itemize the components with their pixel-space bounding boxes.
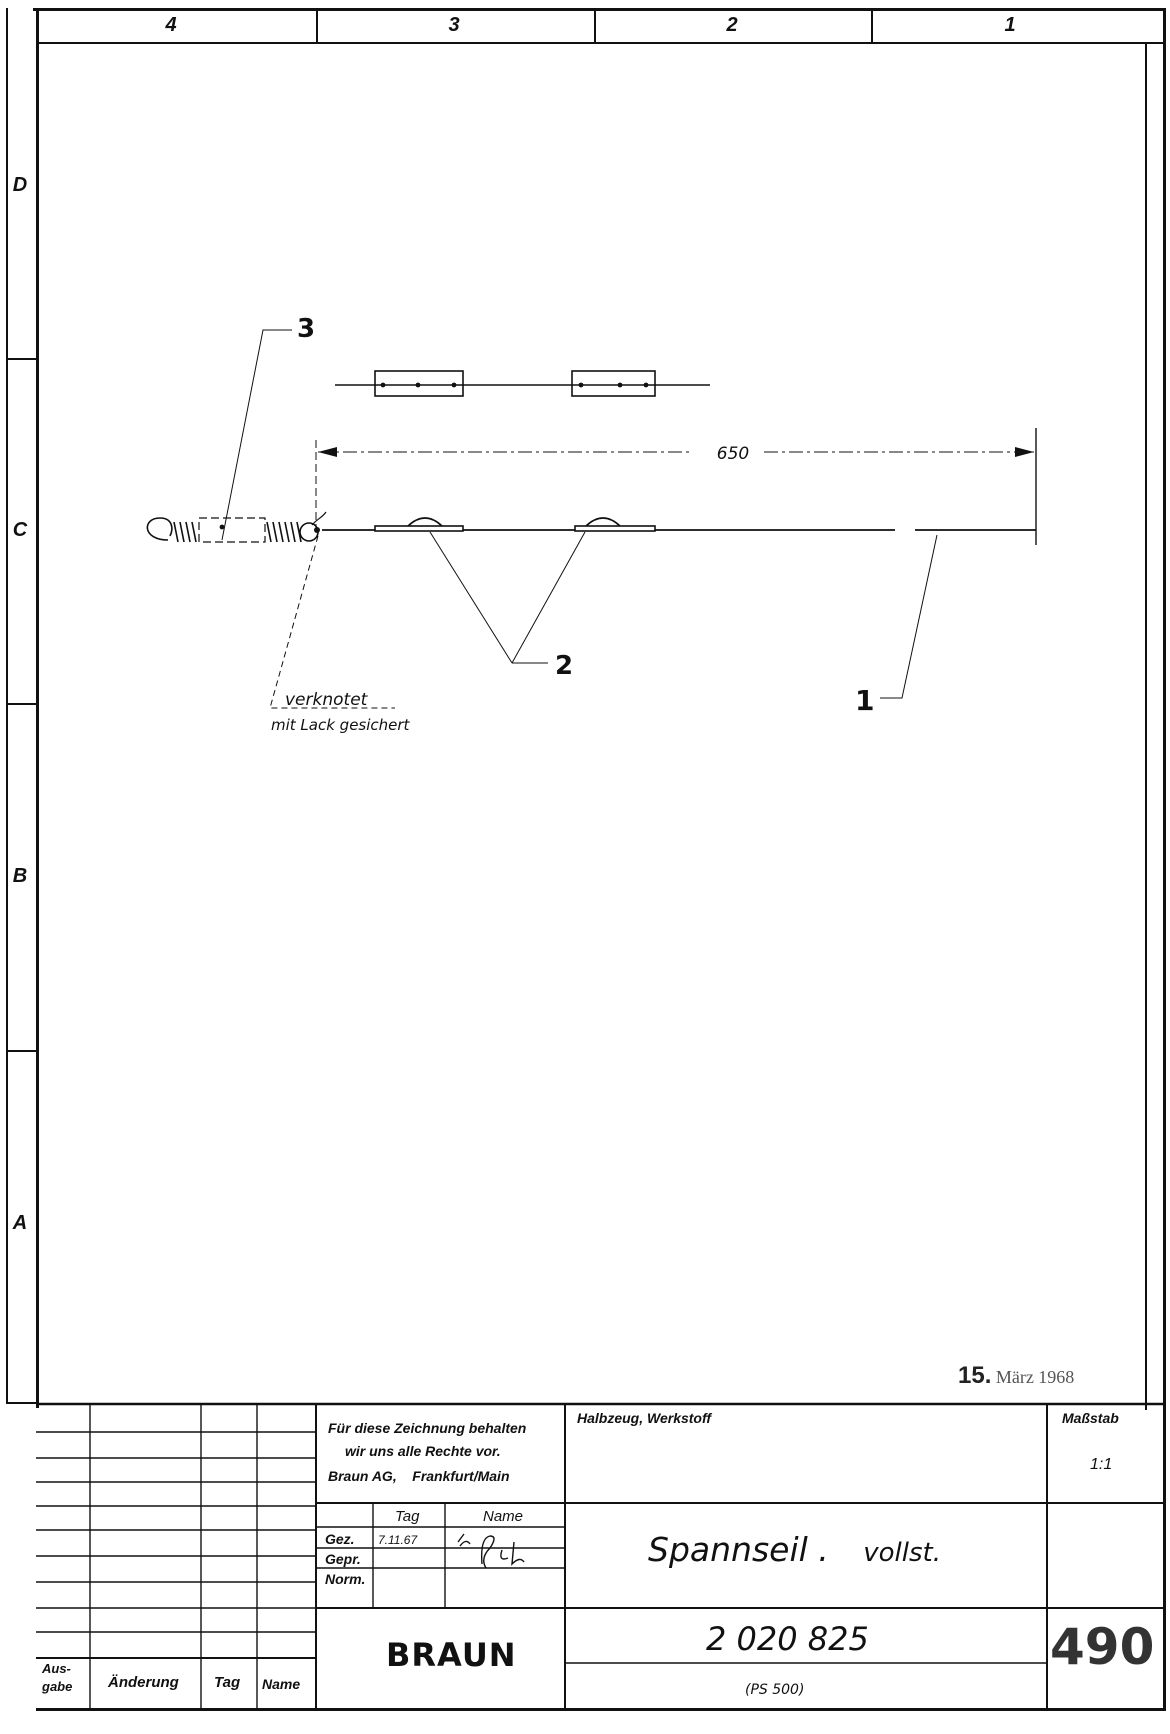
dimension-650: 650 [717,444,749,464]
row-gez: Gez. [325,1531,355,1547]
signature [457,1533,525,1569]
scale-value: 1:1 [1090,1456,1113,1473]
stamp-month-year: März 1968 [995,1367,1075,1387]
column-label: 1 [1004,14,1016,36]
stamp-day: 15. [958,1362,992,1389]
callout-3: 3 [297,314,315,344]
technical-drawing: 650 3 2 1 verknotet mit Lack gesichert [146,314,1037,734]
date-stamp: 15. März 1968 [958,1362,1138,1402]
row-label: B [12,865,28,887]
callout-2: 2 [555,651,573,681]
col-name: Name [483,1508,524,1525]
row-label: A [12,1212,28,1234]
outer-left-border [6,8,8,1403]
model-number: (PS 500) [745,1682,805,1698]
title-main: Spannseil . [648,1530,829,1569]
frame-bottom [36,1708,1166,1711]
scale-label: Maßstab [1062,1410,1119,1426]
knot-note-line2: mit Lack gesichert [271,716,411,734]
knot-note-line1: verknotet [285,690,369,710]
col-divider [594,10,596,42]
col-tag: Tag [395,1508,420,1525]
rev-tag: Tag [214,1674,241,1691]
row-gepr: Gepr. [325,1551,361,1567]
frame-inner-top [36,42,1164,44]
gez-date: 7.11.67 [378,1533,418,1547]
drawing-number: 2 020 825 [706,1620,869,1658]
rev-ausgabe: Aus-gabe [42,1661,73,1694]
frame-left [36,8,39,1408]
row-label: D [12,174,28,196]
sheet-number: 490 [1050,1618,1155,1676]
col-divider [316,10,318,42]
column-label: 3 [448,14,460,36]
rev-name: Name [262,1676,301,1692]
row-divider [6,1050,38,1052]
frame-right [1163,8,1166,1710]
drawing-title: Spannseil . vollst. [648,1530,941,1569]
row-divider [6,703,38,705]
row-divider [6,358,38,360]
title-block-grid [36,1402,1166,1710]
frame-top [33,8,1165,11]
row-label: C [12,519,28,541]
callout-1: 1 [855,684,874,717]
column-label: 4 [165,14,177,36]
rights-line3: Braun AG, Frankfurt/Main [328,1468,510,1484]
frame-inner-right [1145,42,1147,1410]
rights-line1: Für diese Zeichnung behalten [328,1420,527,1436]
column-label: 2 [726,14,738,36]
title-suffix: vollst. [863,1538,942,1568]
rights-line2: wir uns alle Rechte vor. [345,1443,501,1459]
material-label: Halbzeug, Werkstoff [577,1410,712,1426]
outer-bottom-row [6,1402,38,1404]
col-divider [871,10,873,42]
brand-logo: BRAUN [386,1636,517,1674]
row-norm: Norm. [325,1571,366,1587]
rev-aenderung: Änderung [108,1674,179,1691]
